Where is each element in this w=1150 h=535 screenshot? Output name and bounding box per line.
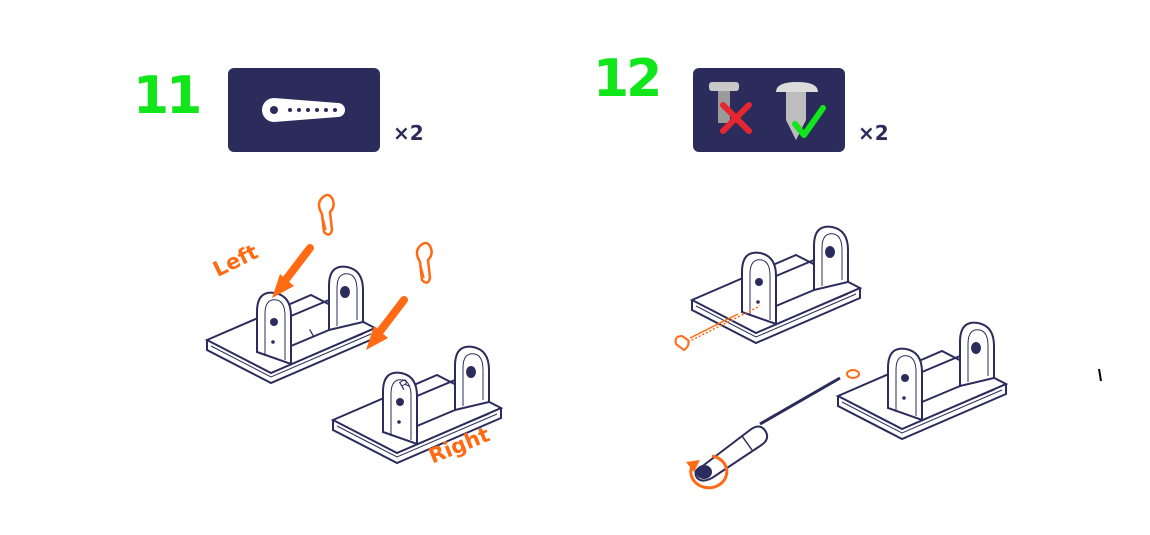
stray-mark xyxy=(1098,368,1102,382)
step-12-number: 12 xyxy=(593,49,662,109)
reject-cross-icon xyxy=(720,102,752,134)
bracket-bottom xyxy=(837,321,1007,440)
servo-horn-right xyxy=(415,241,433,284)
screwdriver xyxy=(694,376,841,482)
step-11-part-panel xyxy=(228,68,380,152)
rotate-arrow-icon xyxy=(689,454,729,490)
bracket-top xyxy=(691,225,861,344)
insert-arrow-left xyxy=(272,248,310,298)
step-11-quantity: ×2 xyxy=(393,121,424,145)
accept-check-icon xyxy=(792,105,826,138)
insert-arrow-right xyxy=(366,300,404,350)
pan-screw-icon xyxy=(776,82,818,140)
step-12-quantity: ×2 xyxy=(858,121,889,145)
step-11-number: 11 xyxy=(133,66,202,126)
step-12-part-panel xyxy=(693,68,845,152)
screw-top xyxy=(674,305,761,352)
screw-type-icon xyxy=(709,82,826,140)
servo-horn-icon xyxy=(262,98,345,122)
servo-horn-left xyxy=(317,193,335,236)
screw-bottom xyxy=(846,369,860,379)
